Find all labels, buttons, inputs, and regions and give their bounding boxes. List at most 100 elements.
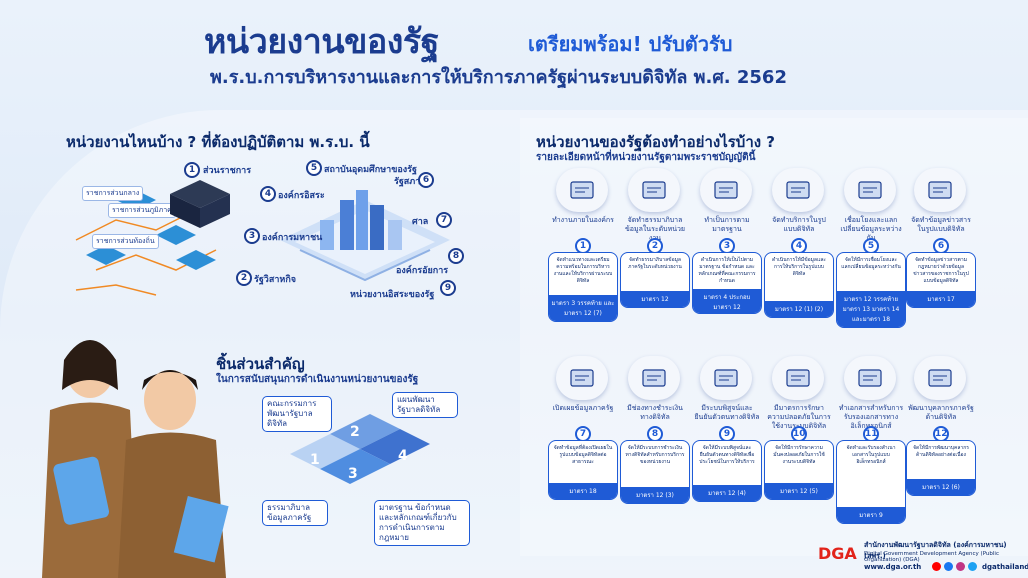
- step-11-section-ref: มาตรา 9: [837, 507, 905, 523]
- agency-pin-5: 5: [306, 160, 322, 176]
- component-label-2: แผนพัฒนารัฐบาลดิจิทัล: [392, 392, 458, 418]
- step-10-description: จัดให้มีการรักษาความมั่นคงปลอดภัยในการใช…: [773, 445, 825, 465]
- step-12-icon: [914, 356, 966, 400]
- step-12-card: จัดให้มีการพัฒนาบุคลากรด้านดิจิทัลอย่างต…: [906, 440, 976, 496]
- twitter-icon[interactable]: [968, 562, 977, 571]
- step-3-title: ทำเป็นการตามมาตรฐาน: [704, 216, 750, 233]
- agency-label-6: รัฐสภา: [394, 177, 421, 187]
- step-8-card: จัดให้มีระบบการชำระเงินทางดิจิทัลสำหรับก…: [620, 440, 690, 504]
- step-2-icon: [628, 168, 680, 212]
- agency-pin-1: 1: [184, 162, 200, 178]
- step-5-card: จัดให้มีการเชื่อมโยงและแลกเปลี่ยนข้อมูลร…: [836, 252, 906, 328]
- step-6-icon: [914, 168, 966, 212]
- step-6-card: จัดทำข้อมูลข่าวสารตามกฎหมายว่าด้วยข้อมูล…: [906, 252, 976, 308]
- org-label-central: ราชการส่วนกลาง: [82, 186, 144, 201]
- component-label-4: มาตรฐาน ข้อกำหนด และหลักเกณฑ์เกี่ยวกับกา…: [374, 500, 470, 546]
- agency-pin-8: 8: [448, 248, 464, 264]
- step-10-card: จัดให้มีการรักษาความมั่นคงปลอดภัยในการใช…: [764, 440, 834, 500]
- step-7-title: เปิดเผยข้อมูลภาครัฐ: [552, 404, 614, 412]
- step-12-title: พัฒนาบุคลากรภาครัฐด้านดิจิทัล: [908, 404, 974, 421]
- social-icons: [932, 562, 977, 571]
- page-subtitle: เตรียมพร้อม! ปรับตัวรับ: [528, 32, 733, 56]
- step-10-icon: [772, 356, 824, 400]
- agencies-section-title: หน่วยงานไหนบ้าง ? ที่ต้องปฏิบัติตาม พ.ร.…: [66, 133, 370, 151]
- agency-pin-6: 6: [418, 172, 434, 188]
- step-4-title: จัดทำบริการในรูปแบบดิจิทัล: [772, 216, 826, 233]
- step-4-icon: [772, 168, 824, 212]
- puzzle-num-4: 4: [398, 448, 408, 464]
- page-title: หน่วยงานของรัฐ: [204, 22, 439, 62]
- step-4-section-ref: มาตรา 12 (1) (2): [765, 301, 833, 317]
- step-7-icon: [556, 356, 608, 400]
- step-2-card: จัดทำธรรมาภิบาลข้อมูลภาครัฐในระดับหน่วยง…: [620, 252, 690, 308]
- org-label-regional: ราชการส่วนภูมิภาค: [108, 203, 176, 218]
- step-7-card: จัดทำข้อมูลที่ต้องเปิดเผยในรูปแบบข้อมูลด…: [548, 440, 618, 500]
- step-11-description: จัดทำและรับรองสำเนาเอกสารในรูปแบบอิเล็กท…: [846, 445, 896, 465]
- agency-pin-3: 3: [244, 228, 260, 244]
- step-6-title: จัดทำข้อมูลข่าวสารในรูปแบบดิจิทัล: [911, 216, 971, 233]
- agency-label-3: องค์การมหาชน: [262, 233, 323, 243]
- step-1-icon: [556, 168, 608, 212]
- step-9-title: มีระบบพิสูจน์และยืนยันตัวตนทางดิจิทัล: [694, 404, 760, 421]
- duties-section-subtitle: รายละเอียดหน้าที่หน่วยงานรัฐตามพระราชบัญ…: [536, 152, 756, 163]
- duties-section-title: หน่วยงานของรัฐต้องทำอย่างไรบ้าง ?: [536, 133, 775, 151]
- act-title: พ.ร.บ.การบริหารงานและการให้บริการภาครัฐผ…: [210, 67, 787, 88]
- puzzle-num-2: 2: [350, 424, 360, 440]
- step-3-icon: [700, 168, 752, 212]
- footer-website[interactable]: www.dga.or.th: [864, 563, 922, 571]
- step-5-icon: [844, 168, 896, 212]
- step-3-card: ดำเนินการให้เป็นไปตามมาตรฐาน ข้อกำหนด แล…: [692, 252, 762, 314]
- step-6-section-ref: มาตรา 17: [907, 291, 975, 307]
- step-11-card: จัดทำและรับรองสำเนาเอกสารในรูปแบบอิเล็กท…: [836, 440, 906, 524]
- component-label-3: ธรรมาภิบาลข้อมูลภาครัฐ: [262, 500, 328, 526]
- facebook-icon[interactable]: [944, 562, 953, 571]
- step-12-description: จัดให้มีการพัฒนาบุคลากรด้านดิจิทัลอย่างต…: [913, 445, 969, 458]
- step-3-section-ref: มาตรา 4 ประกอบมาตรา 12: [693, 289, 761, 313]
- step-1-title: ทำงานภายในองค์กร: [552, 216, 614, 224]
- components-title: ชิ้นส่วนสำคัญ: [216, 355, 305, 373]
- step-8-icon: [628, 356, 680, 400]
- officials-illustration: [42, 340, 229, 578]
- dga-logo: DGA: [818, 544, 857, 563]
- footer-social-handle[interactable]: dgathailand: [982, 563, 1028, 571]
- footer-org-th: สำนักงานพัฒนารัฐบาลดิจิทัล (องค์การมหาชน…: [864, 541, 1007, 560]
- step-8-description: จัดให้มีระบบการชำระเงินทางดิจิทัลสำหรับก…: [625, 445, 685, 465]
- step-2-section-ref: มาตรา 12: [621, 291, 689, 307]
- puzzle-illustration: [290, 414, 430, 484]
- step-5-description: จัดให้มีการเชื่อมโยงและแลกเปลี่ยนข้อมูลร…: [841, 257, 901, 270]
- puzzle-num-1: 1: [310, 452, 320, 468]
- step-6-description: จัดทำข้อมูลข่าวสารตามกฎหมายว่าด้วยข้อมูล…: [913, 257, 969, 284]
- agency-label-1: ส่วนราชการ: [203, 166, 252, 176]
- step-8-title: มีช่องทางชำระเงินทางดิจิทัล: [627, 404, 683, 421]
- step-10-section-ref: มาตรา 12 (5): [765, 483, 833, 499]
- step-5-section-ref: มาตรา 12 วรรคท้าย มาตรา 13 มาตรา 14 และม…: [837, 291, 905, 327]
- instagram-icon[interactable]: [956, 562, 965, 571]
- components-subtitle: ในการสนับสนุนการดำเนินงานหน่วยงานของรัฐ: [216, 374, 419, 385]
- agency-pin-9: 9: [440, 280, 456, 296]
- step-1-card: จัดทำแนวทางและเตรียมความพร้อมในการบริหาร…: [548, 252, 618, 322]
- step-9-icon: [700, 356, 752, 400]
- step-9-number: 9: [719, 426, 735, 442]
- agency-label-7: ศาล: [412, 217, 429, 227]
- step-9-description: จัดให้มีระบบพิสูจน์และยืนยันตัวตนทางดิจิ…: [699, 445, 755, 465]
- step-7-description: จัดทำข้อมูลที่ต้องเปิดเผยในรูปแบบข้อมูลด…: [553, 445, 613, 465]
- step-9-section-ref: มาตรา 12 (4): [693, 485, 761, 501]
- step-11-icon: [844, 356, 896, 400]
- footer-org-en: Digital Government Development Agency (P…: [864, 551, 999, 563]
- puzzle-num-3: 3: [348, 466, 358, 482]
- agency-label-5: สถาบันอุดมศึกษาของรัฐ: [324, 165, 417, 175]
- agency-label-2: รัฐวิสาหกิจ: [254, 275, 297, 285]
- org-label-local: ราชการส่วนท้องถิ่น: [92, 234, 159, 249]
- step-7-section-ref: มาตรา 18: [549, 483, 617, 499]
- step-2-description: จัดทำธรรมาภิบาลข้อมูลภาครัฐในระดับหน่วยง…: [628, 257, 682, 270]
- agency-pin-2: 2: [236, 270, 252, 286]
- step-9-card: จัดให้มีระบบพิสูจน์และยืนยันตัวตนทางดิจิ…: [692, 440, 762, 502]
- step-3-description: ดำเนินการให้เป็นไปตามมาตรฐาน ข้อกำหนด แล…: [698, 257, 756, 284]
- component-label-1: คณะกรรมการพัฒนารัฐบาลดิจิทัล: [262, 396, 332, 432]
- step-1-section-ref: มาตรา 3 วรรคท้าย และมาตรา 12 (7): [549, 295, 617, 321]
- step-12-section-ref: มาตรา 12 (6): [907, 479, 975, 495]
- step-8-section-ref: มาตรา 12 (3): [621, 487, 689, 503]
- step-1-description: จัดทำแนวทางและเตรียมความพร้อมในการบริหาร…: [553, 257, 613, 284]
- agency-label-4: องค์กรอิสระ: [278, 191, 325, 201]
- youtube-icon[interactable]: [932, 562, 941, 571]
